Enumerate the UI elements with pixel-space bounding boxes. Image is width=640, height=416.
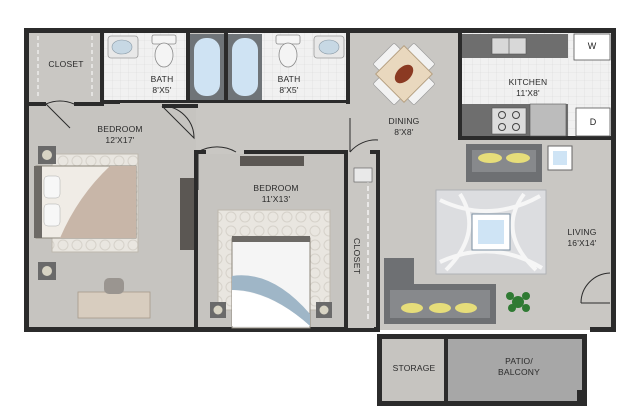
kitchen-fixtures: [462, 33, 611, 137]
bath-left-fixtures: [107, 34, 224, 100]
dining-set: [373, 43, 435, 105]
bedroom-second-furniture: [210, 156, 332, 329]
living-furniture: [384, 144, 573, 324]
patio-name-line1: PATIO/: [505, 356, 533, 366]
bedroom-main-size: 12'X17': [105, 135, 135, 145]
bath-right-label: BATH 8'X5': [278, 74, 301, 96]
closet-top-label: CLOSET: [48, 59, 83, 70]
interior-walls: [24, 30, 615, 332]
bath-right-fixtures: [228, 34, 345, 100]
bath-right-size: 8'X5': [279, 85, 299, 95]
bath-left-name: BATH: [150, 74, 174, 84]
kitchen-label: KITCHEN 11'X8': [509, 77, 548, 99]
storage-patio: [377, 334, 587, 406]
closet-side-label: CLOSET: [352, 238, 362, 275]
patio-name-line2: BALCONY: [497, 367, 541, 377]
dining-label: DINING 8'X8': [389, 116, 420, 138]
bedroom-main-name: BEDROOM: [97, 124, 143, 134]
bedroom-second-size: 11'X13': [261, 194, 291, 204]
closet-top-name: CLOSET: [48, 59, 84, 69]
dryer-label: D: [589, 117, 597, 127]
bedroom-second-name: BEDROOM: [253, 183, 299, 193]
bath-left-label: BATH 8'X5': [151, 74, 174, 96]
patio-label: PATIO/ BALCONY: [498, 356, 540, 378]
storage-label: STORAGE: [393, 363, 436, 374]
exterior-walls: [24, 28, 616, 332]
storage-name: STORAGE: [392, 363, 436, 373]
bath-left-size: 8'X5': [152, 85, 172, 95]
living-name: LIVING: [567, 227, 597, 237]
dining-name: DINING: [388, 116, 420, 126]
bath-right-name: BATH: [277, 74, 301, 84]
closet-shelf-top: [37, 36, 93, 98]
living-label: LIVING 16'X14': [567, 227, 596, 249]
kitchen-size: 11'X8': [516, 88, 540, 98]
bedroom-second-label: BEDROOM 11'X13': [253, 183, 298, 205]
door-swings: [45, 100, 611, 371]
bedroom-main-label: BEDROOM 12'X17': [97, 124, 142, 146]
dining-size: 8'X8': [394, 127, 414, 137]
bedroom-main-furniture: [34, 146, 194, 319]
washer-label: W: [587, 41, 597, 51]
closet-shelf-side: [348, 162, 374, 328]
living-size: 16'X14': [567, 238, 597, 248]
kitchen-name: KITCHEN: [508, 77, 548, 87]
